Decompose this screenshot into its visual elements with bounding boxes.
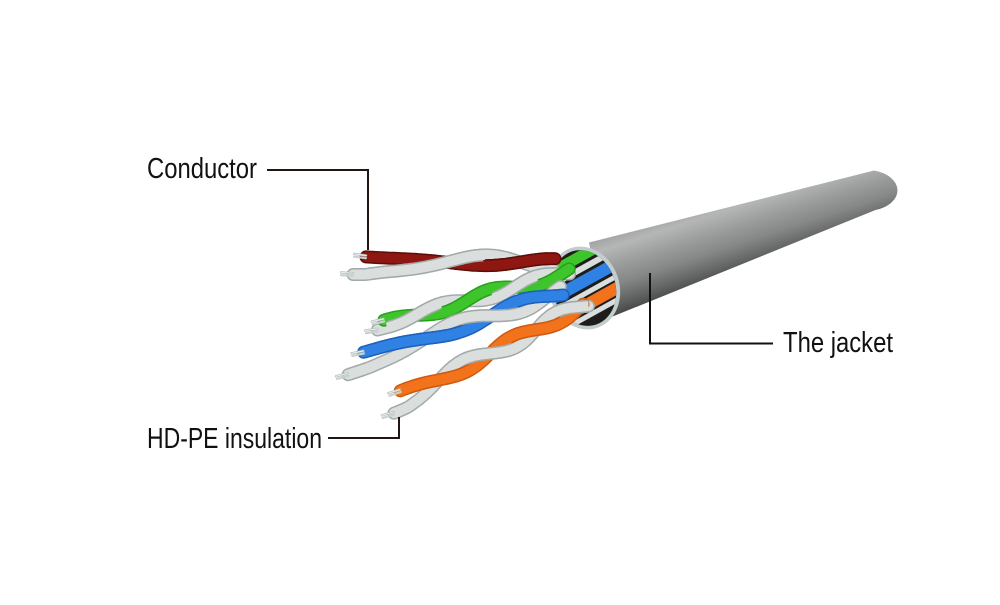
svg-text:Conductor: Conductor xyxy=(147,153,257,185)
svg-text:The jacket: The jacket xyxy=(783,327,893,359)
svg-text:HD-PE insulation: HD-PE insulation xyxy=(147,423,322,455)
